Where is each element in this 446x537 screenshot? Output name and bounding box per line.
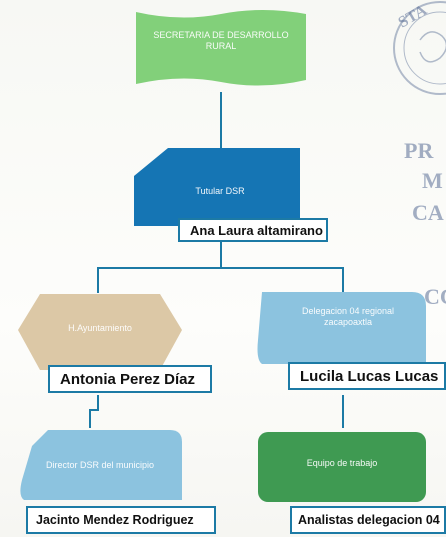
- titular-title: Tutular DSR: [195, 186, 245, 196]
- delegacion-name-box: Lucila Lucas Lucas: [288, 362, 446, 390]
- director-title: Director DSR del municipio: [45, 460, 155, 470]
- node-shape-titular: [134, 148, 300, 226]
- stamp-seal: [393, 1, 446, 95]
- equipo-name-box: Analistas delegacion 04: [290, 506, 446, 534]
- delegacion-title: Delegacion 04 regional zacapoaxtla: [301, 306, 395, 327]
- connectors: [89, 92, 344, 428]
- connector-ayuntamiento-director: [89, 395, 99, 428]
- secretaria-title: SECRETARIA DE DESARROLLO RURAL: [153, 30, 289, 51]
- node-shape-director: [20, 430, 183, 500]
- node-shape-secretaria: [136, 10, 306, 86]
- stamp-line-2: M: [422, 168, 443, 193]
- connector-titular-delegacion: [221, 267, 344, 293]
- stamp-line-3: CA: [412, 200, 444, 225]
- connector-titular-children: [97, 236, 222, 293]
- equipo-title: Equipo de trabajo: [306, 458, 378, 468]
- ayuntamiento-name-box: Antonia Perez Díaz: [48, 365, 212, 393]
- stamp-line-1: PR: [404, 138, 434, 163]
- titular-name-box: Ana Laura altamirano: [178, 218, 328, 242]
- director-name-box: Jacinto Mendez Rodriguez: [26, 506, 216, 534]
- node-shape-delegacion: [257, 292, 426, 364]
- node-shape-equipo: [258, 432, 426, 502]
- stamp-line-4: CC: [424, 284, 446, 309]
- node-shape-ayuntamiento: [18, 294, 182, 370]
- ayuntamiento-title: H.Ayuntamiento: [68, 323, 132, 333]
